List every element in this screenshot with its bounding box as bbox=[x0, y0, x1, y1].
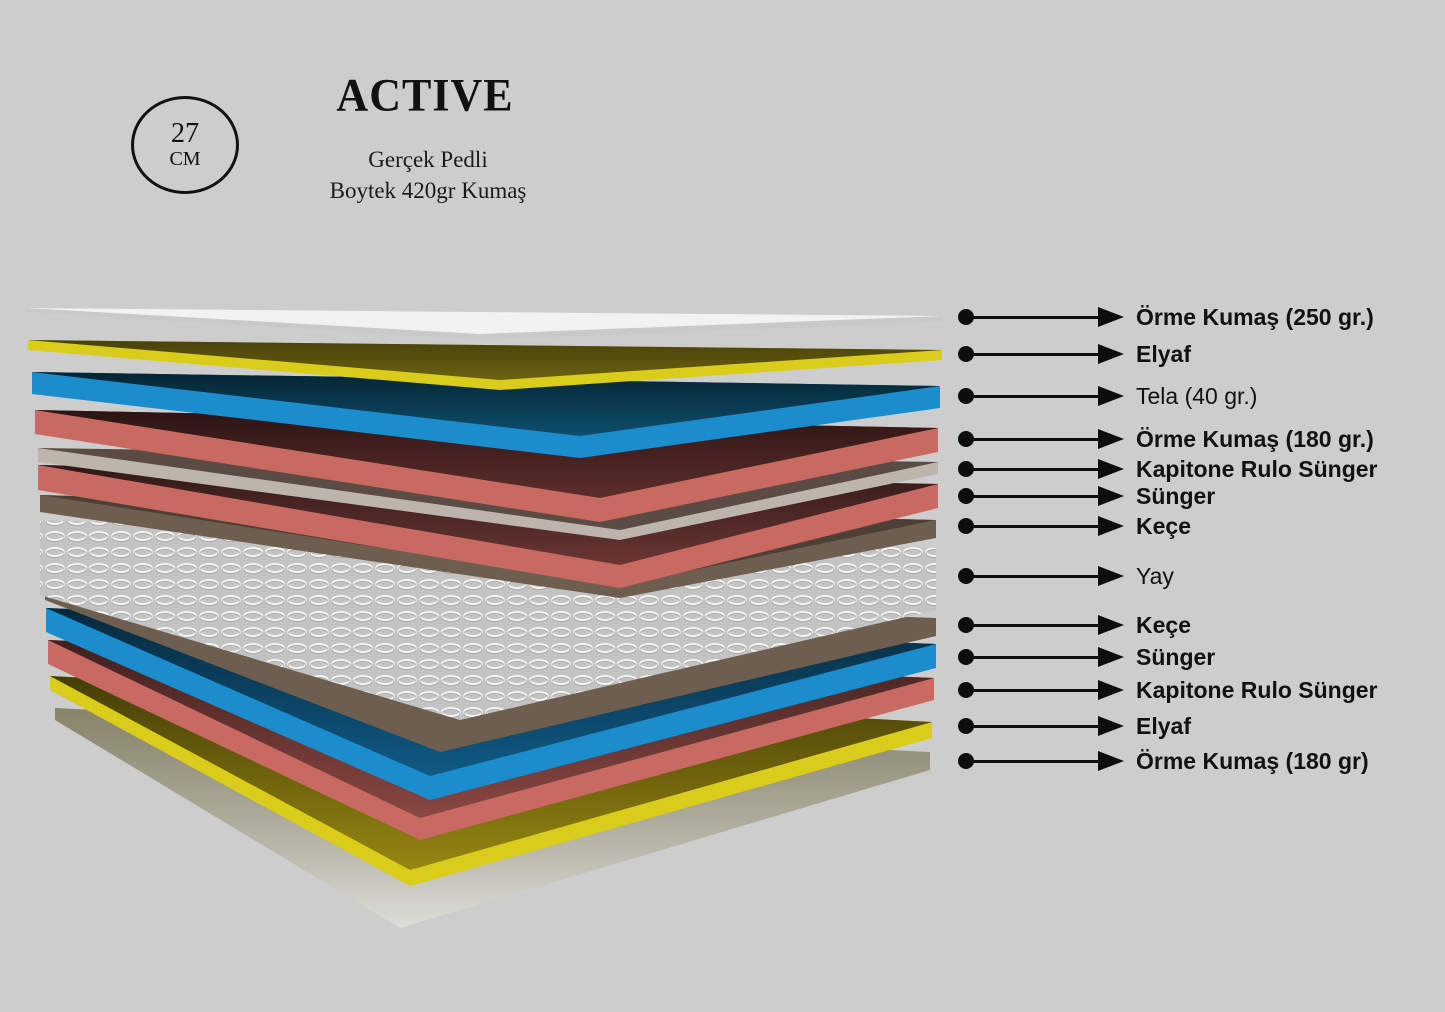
arrow-line bbox=[972, 394, 1112, 398]
label-row-orme-kumas-250: Örme Kumaş (250 gr.) bbox=[958, 302, 1374, 332]
arrow-line bbox=[972, 623, 1112, 627]
arrow-line bbox=[972, 315, 1112, 319]
dot-icon bbox=[958, 682, 974, 698]
label-text: Kapitone Rulo Sünger bbox=[1136, 676, 1378, 703]
arrow-right-icon bbox=[1098, 716, 1124, 736]
arrow-right-icon bbox=[1098, 566, 1124, 586]
dot-icon bbox=[958, 753, 974, 769]
layer-white-fabric bbox=[26, 308, 942, 340]
dot-icon bbox=[958, 388, 974, 404]
layer-yellow-fiber bbox=[28, 340, 942, 390]
arrow-line bbox=[972, 724, 1112, 728]
arrow-right-icon bbox=[1098, 615, 1124, 635]
subtitle-line-2: Boytek 420gr Kumaş bbox=[329, 178, 527, 203]
arrow-right-icon bbox=[1098, 429, 1124, 449]
arrow-right-icon bbox=[1098, 486, 1124, 506]
label-row-kece-top: Keçe bbox=[958, 511, 1191, 541]
arrow-right-icon bbox=[1098, 647, 1124, 667]
label-text: Tela (40 gr.) bbox=[1136, 382, 1258, 409]
subtitle-line-1: Gerçek Pedli bbox=[368, 147, 488, 172]
dot-icon bbox=[958, 431, 974, 447]
label-row-kapitone-top: Kapitone Rulo Sünger bbox=[958, 454, 1378, 484]
dot-icon bbox=[958, 309, 974, 325]
label-row-orme-kumas-180-top: Örme Kumaş (180 gr.) bbox=[958, 424, 1374, 454]
product-subtitle: Gerçek Pedli Boytek 420gr Kumaş bbox=[278, 144, 578, 206]
arrow-right-icon bbox=[1098, 344, 1124, 364]
dot-icon bbox=[958, 518, 974, 534]
product-title: ACTIVE bbox=[336, 69, 514, 122]
arrow-right-icon bbox=[1098, 680, 1124, 700]
arrow-right-icon bbox=[1098, 386, 1124, 406]
label-text: Keçe bbox=[1136, 512, 1191, 539]
arrow-line bbox=[972, 494, 1112, 498]
label-row-sunger-bottom: Sünger bbox=[958, 642, 1215, 672]
label-text: Örme Kumaş (180 gr) bbox=[1136, 747, 1369, 774]
dot-icon bbox=[958, 617, 974, 633]
arrow-line bbox=[972, 352, 1112, 356]
label-text: Keçe bbox=[1136, 611, 1191, 638]
label-row-sunger-top: Sünger bbox=[958, 481, 1215, 511]
arrow-line bbox=[972, 437, 1112, 441]
arrow-right-icon bbox=[1098, 459, 1124, 479]
label-text: Sünger bbox=[1136, 482, 1216, 509]
label-text: Sünger bbox=[1136, 643, 1216, 670]
arrow-line bbox=[972, 688, 1112, 692]
label-text: Örme Kumaş (250 gr.) bbox=[1136, 303, 1374, 330]
label-row-orme-kumas-180-bottom: Örme Kumaş (180 gr) bbox=[958, 746, 1369, 776]
height-value: 27 bbox=[171, 118, 199, 149]
dot-icon bbox=[958, 461, 974, 477]
label-row-tela: Tela (40 gr.) bbox=[958, 381, 1257, 411]
arrow-line bbox=[972, 759, 1112, 763]
dot-icon bbox=[958, 346, 974, 362]
label-text: Kapitone Rulo Sünger bbox=[1136, 455, 1378, 482]
arrow-line bbox=[972, 574, 1112, 578]
arrow-line bbox=[972, 655, 1112, 659]
arrow-line bbox=[972, 467, 1112, 471]
dot-icon bbox=[958, 649, 974, 665]
label-text: Elyaf bbox=[1136, 340, 1191, 367]
label-text: Elyaf bbox=[1136, 712, 1191, 739]
label-text: Örme Kumaş (180 gr.) bbox=[1136, 425, 1374, 452]
layer-blue-tela bbox=[32, 372, 940, 458]
label-row-elyaf-top: Elyaf bbox=[958, 339, 1191, 369]
arrow-right-icon bbox=[1098, 516, 1124, 536]
arrow-right-icon bbox=[1098, 307, 1124, 327]
height-unit: CM bbox=[169, 148, 201, 170]
label-row-kapitone-bottom: Kapitone Rulo Sünger bbox=[958, 675, 1378, 705]
arrow-line bbox=[972, 524, 1112, 528]
label-row-kece-bottom: Keçe bbox=[958, 610, 1191, 640]
height-badge: 27 CM bbox=[131, 96, 239, 194]
dot-icon bbox=[958, 718, 974, 734]
label-row-elyaf-bottom: Elyaf bbox=[958, 711, 1191, 741]
dot-icon bbox=[958, 568, 974, 584]
arrow-right-icon bbox=[1098, 751, 1124, 771]
label-text: Yay bbox=[1136, 562, 1174, 589]
dot-icon bbox=[958, 488, 974, 504]
label-row-yay: Yay bbox=[958, 561, 1174, 591]
